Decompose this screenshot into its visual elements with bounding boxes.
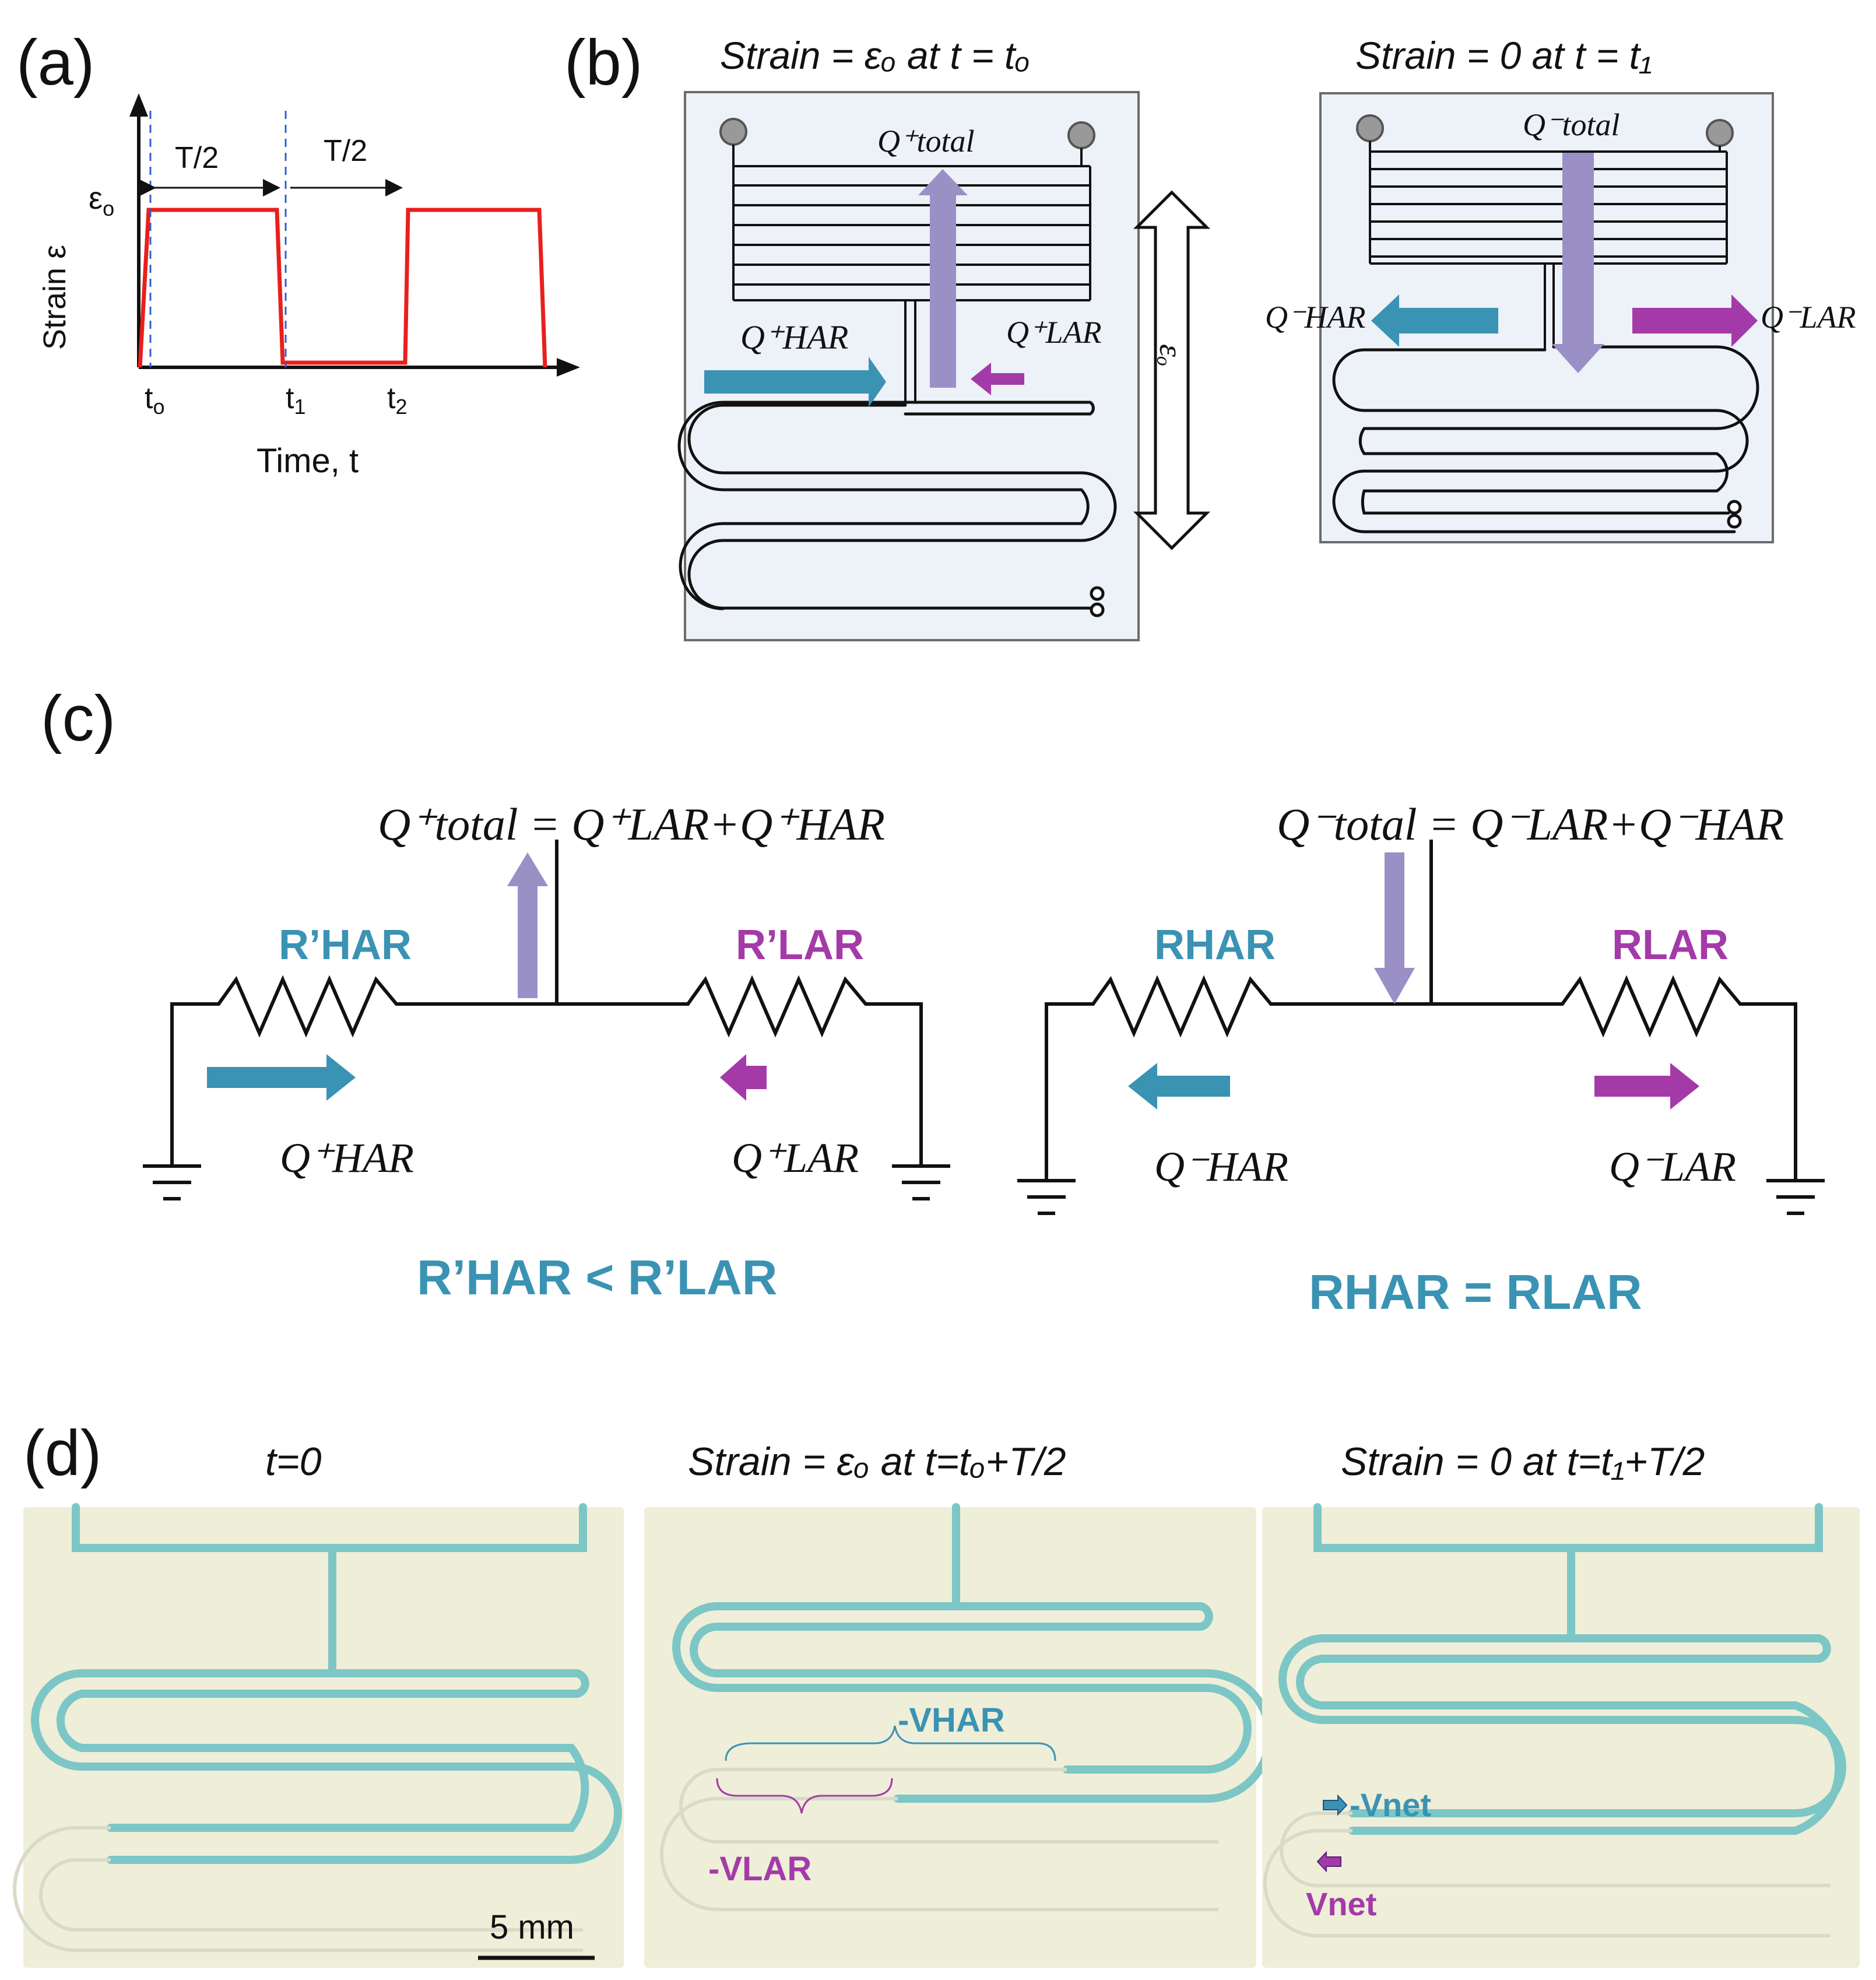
panel-c: (c) Q⁺total = Q⁺LAR+Q⁺HAR R’HAR R’LAR Q⁺… <box>41 683 1825 1319</box>
q-lar-plus-arrow <box>971 360 1024 395</box>
q-har-minus-label: Q⁻HAR <box>1265 300 1365 335</box>
v-net-label: Vnet <box>1306 1886 1376 1922</box>
c-right-circuit <box>1017 840 1825 1215</box>
c-left-equation: Q⁺total = Q⁺LAR+Q⁺HAR <box>378 799 885 849</box>
b-right-title: Strain = 0 at t = t₁ <box>1355 34 1652 77</box>
v-lar-brace <box>716 1778 893 1814</box>
c-left-total-arrow <box>507 852 548 998</box>
c-left-q-lar: Q⁺LAR <box>732 1135 859 1181</box>
q-lar-minus-arrow <box>1632 294 1758 347</box>
c-left-r-har: R’HAR <box>279 922 412 968</box>
c-left-circuit <box>143 840 950 1200</box>
q-total-plus-label: Q⁺total <box>877 124 975 159</box>
c-right-q-lar: Q⁻LAR <box>1609 1143 1736 1190</box>
v-net-arrow <box>1316 1851 1341 1873</box>
d-title-1: t=0 <box>265 1440 322 1484</box>
chip-right-comb <box>1356 114 1734 350</box>
b-left-title: Strain = εₒ at t = tₒ <box>720 34 1030 77</box>
chip-left <box>684 91 1140 641</box>
panel-a-letter: (a) <box>16 27 94 99</box>
d-title-2: Strain = εₒ at t=tₒ+T/2 <box>688 1440 1066 1484</box>
c-right-q-har: Q⁻HAR <box>1154 1143 1288 1190</box>
scale-bar-label: 5 mm <box>490 1908 574 1946</box>
c-right-r-har: RHAR <box>1154 922 1276 968</box>
c-right-har-arrow <box>1128 1063 1230 1110</box>
c-right-lar-arrow <box>1594 1063 1699 1110</box>
tick-t2: t2 <box>387 381 407 419</box>
photo-strain: -VHAR -VLAR <box>644 1503 1274 1968</box>
q-har-plus-arrow <box>704 357 886 407</box>
c-right-total-arrow <box>1374 852 1415 1004</box>
v-net-neg-label: -Vnet <box>1350 1786 1431 1823</box>
tick-t1: t1 <box>286 381 305 419</box>
c-left-q-har: Q⁺HAR <box>280 1135 414 1181</box>
c-right-relation: RHAR = RLAR <box>1309 1265 1642 1319</box>
c-right-r-lar: RLAR <box>1612 922 1729 968</box>
chip-left-comb <box>719 118 1095 405</box>
c-left-r-lar: R’LAR <box>736 922 864 968</box>
q-lar-minus-label: Q⁻LAR <box>1761 300 1856 335</box>
v-har-label: -VHAR <box>898 1701 1005 1739</box>
strain-eps-label: εₒ <box>1153 344 1189 366</box>
c-left-har-arrow <box>207 1054 356 1101</box>
q-total-minus-label: Q⁻total <box>1523 107 1620 142</box>
panel-d: (d) t=0 Strain = εₒ at t=tₒ+T/2 Strain =… <box>13 1417 1860 1968</box>
half-period-label-2: T/2 <box>324 134 367 168</box>
y-axis-arrowhead <box>129 93 148 117</box>
photo-relax: -Vnet Vnet <box>1262 1503 1860 1968</box>
c-left-relation: R’HAR < R’LAR <box>417 1250 777 1305</box>
chip-left-serpentine <box>677 401 1117 617</box>
c-left-lar-arrow <box>720 1054 767 1101</box>
photo-t0: 5 mm <box>13 1503 624 1968</box>
q-har-plus-label: Q⁺HAR <box>740 318 848 356</box>
panel-b: (b) Strain = εₒ at t = tₒ Strain = 0 at … <box>564 27 1856 641</box>
q-total-plus-arrow <box>918 169 968 388</box>
panel-b-letter: (b) <box>564 27 642 99</box>
v-net-neg-arrow <box>1323 1794 1348 1816</box>
panel-c-letter: (c) <box>41 683 115 754</box>
c-right-equation: Q⁻total = Q⁻LAR+Q⁻HAR <box>1277 799 1784 849</box>
panel-d-letter: (d) <box>23 1417 101 1489</box>
eps-o-tick: εo <box>89 181 114 220</box>
v-har-brace <box>725 1725 1056 1761</box>
q-lar-plus-label: Q⁺LAR <box>1006 315 1102 350</box>
panel-a: (a) T/2 T/2 Strain ε εo to t1 t2 Time, t <box>16 27 580 480</box>
chip-right-serpentine <box>1332 345 1759 533</box>
x-axis-arrowhead <box>557 358 580 377</box>
q-total-minus-arrow <box>1552 153 1604 373</box>
x-axis-label: Time, t <box>257 442 359 480</box>
half-period-label-1: T/2 <box>175 141 219 175</box>
tick-t0: to <box>145 381 164 419</box>
d-title-3: Strain = 0 at t=t₁+T/2 <box>1341 1440 1705 1484</box>
strain-waveform <box>138 208 547 368</box>
v-lar-label: -VLAR <box>708 1850 811 1888</box>
strain-double-arrow <box>1133 190 1211 550</box>
y-axis-label: Strain ε <box>37 245 72 350</box>
q-har-minus-arrow <box>1371 294 1498 347</box>
